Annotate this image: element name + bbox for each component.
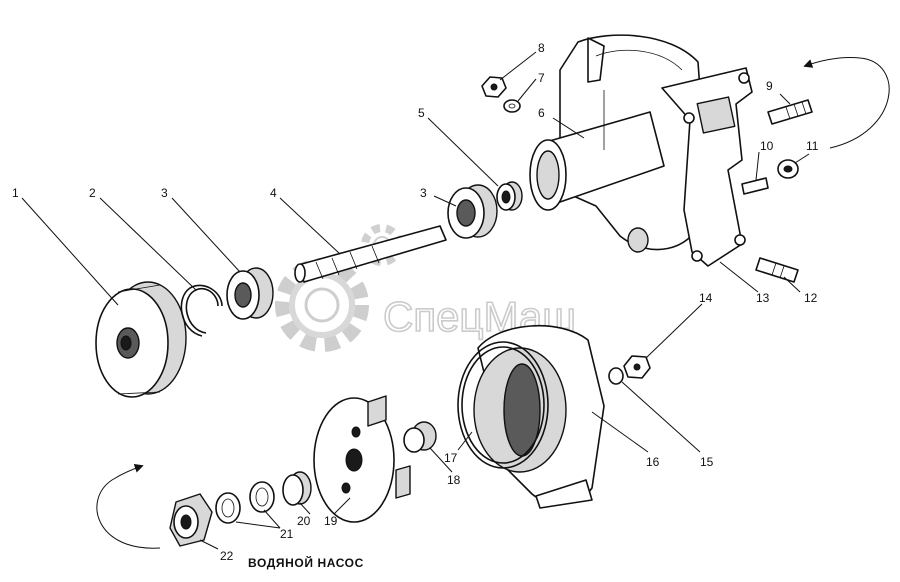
bushing-part-18 <box>403 421 437 453</box>
part-label-12: 12 <box>804 291 818 305</box>
bushing-part-10 <box>741 177 769 195</box>
pulley-part-1 <box>95 281 187 398</box>
gasket-part-13 <box>661 67 753 267</box>
flow-arrow-bottom-left <box>96 464 161 549</box>
washer-part-7 <box>503 99 521 113</box>
seal-part-20 <box>282 471 312 506</box>
seal-ring-part-17 <box>457 341 549 469</box>
part-labels: 1 2 3 4 3 5 6 7 8 9 10 11 12 13 14 15 16… <box>12 41 819 563</box>
part-label-9: 9 <box>766 79 773 93</box>
bushing-part-5 <box>496 181 523 211</box>
ring-part-21-a <box>249 481 275 513</box>
bearing-part-3-front <box>226 267 274 320</box>
part-label-11: 11 <box>806 139 819 153</box>
part-label-16: 16 <box>646 455 660 469</box>
part-label-1: 1 <box>12 186 19 200</box>
washer-part-15 <box>608 367 624 385</box>
nut-part-8 <box>481 76 507 98</box>
part-label-21: 21 <box>280 527 294 541</box>
part-label-6: 6 <box>538 106 545 120</box>
part-label-2: 2 <box>89 186 96 200</box>
pump-body-part-16 <box>473 324 605 509</box>
part-label-7: 7 <box>538 71 545 85</box>
part-label-13: 13 <box>756 291 770 305</box>
bearing-part-3-rear <box>447 184 498 239</box>
nut-part-22 <box>169 493 213 547</box>
part-label-3: 3 <box>161 186 168 200</box>
nut-part-14 <box>623 355 651 379</box>
part-label-19: 19 <box>324 514 338 528</box>
part-label-22: 22 <box>220 549 234 563</box>
part-label-4: 4 <box>270 186 277 200</box>
part-label-5: 5 <box>418 106 425 120</box>
part-label-20: 20 <box>297 514 311 528</box>
circlip-part-2 <box>180 284 223 337</box>
part-label-17: 17 <box>444 451 458 465</box>
part-label-18: 18 <box>447 473 461 487</box>
flow-arrow-top-right <box>803 57 890 149</box>
part-label-3b: 3 <box>420 186 427 200</box>
impeller-part-19 <box>313 395 411 523</box>
pump-housing-part-6 <box>529 34 703 253</box>
diagram-caption: ВОДЯНОЙ НАСОС <box>248 555 364 570</box>
part-label-10: 10 <box>760 139 774 153</box>
part-label-14: 14 <box>699 291 713 305</box>
part-label-15: 15 <box>700 455 714 469</box>
stud-part-9 <box>767 99 813 125</box>
ring-part-21-b <box>215 492 241 524</box>
part-label-8: 8 <box>538 41 545 55</box>
shaft-part-4 <box>294 225 447 283</box>
leader-lines <box>21 51 810 550</box>
washer-part-11 <box>777 159 799 179</box>
stud-part-12 <box>755 257 799 283</box>
